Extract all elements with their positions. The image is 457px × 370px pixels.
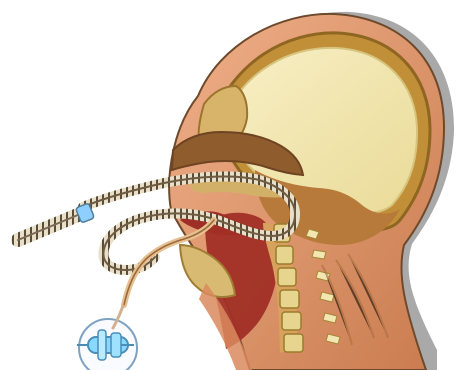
catheter-connector-icon bbox=[77, 319, 137, 370]
breathing-hose-outline bbox=[18, 212, 85, 240]
